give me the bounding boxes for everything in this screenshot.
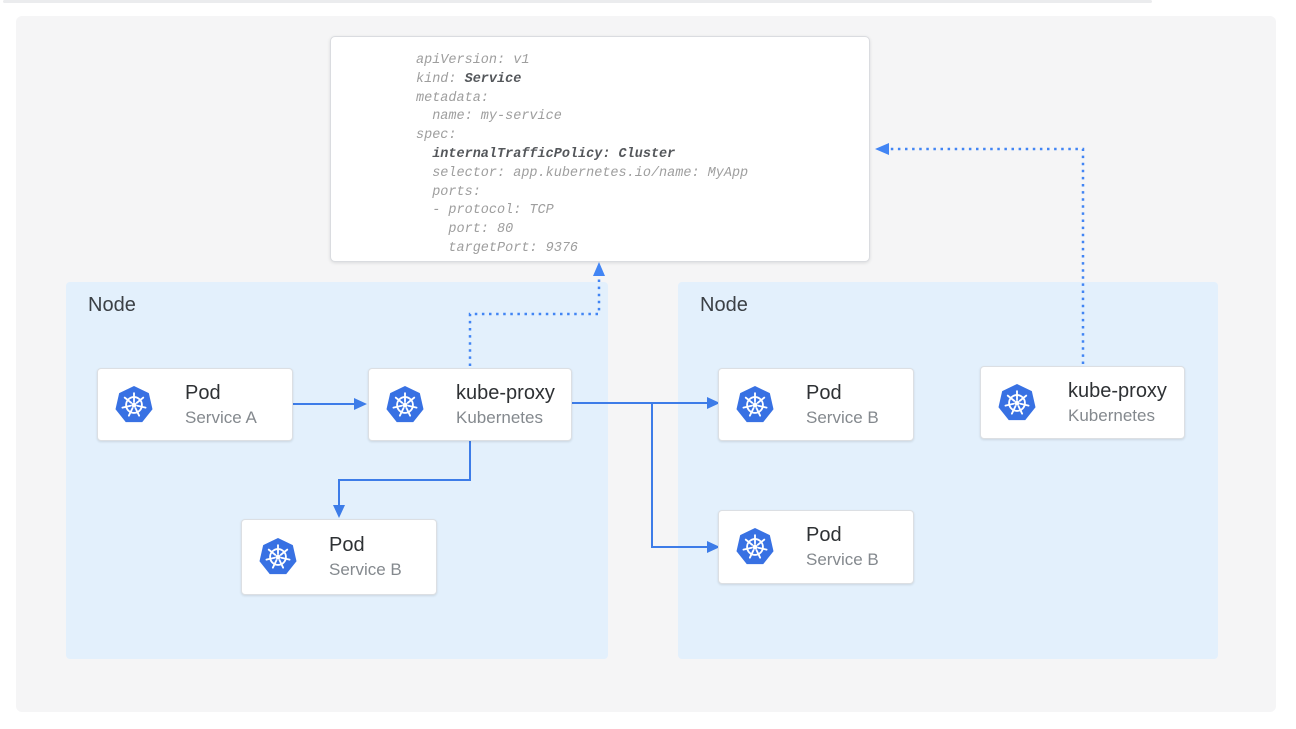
code-line: - protocol: TCP	[416, 203, 554, 219]
card-title: kube-proxy	[456, 381, 555, 404]
code-line: targetPort: 9376	[416, 240, 579, 256]
card-subtitle: Service B	[329, 560, 402, 579]
card-pod-service-b-bottom-right: Pod Service B	[718, 510, 914, 584]
node-label: Node	[700, 294, 748, 316]
node-box-left: Node	[66, 282, 608, 659]
code-line: internalTrafficPolicy: Cluster	[432, 146, 676, 162]
node-label: Node	[88, 294, 136, 316]
card-title: Pod	[185, 381, 221, 404]
code-line: port: 80	[416, 222, 514, 238]
kubernetes-icon	[114, 384, 154, 423]
code-line: selector: app.kubernetes.io/name: MyApp	[416, 165, 749, 181]
card-pod-service-b-left: Pod Service B	[241, 519, 437, 595]
code-line: spec:	[416, 128, 457, 144]
code-line: kind: Service	[416, 71, 522, 87]
card-subtitle: Kubernetes	[1068, 405, 1155, 425]
card-title: Pod	[329, 534, 365, 556]
card-title: Pod	[806, 381, 842, 404]
kubernetes-icon	[385, 384, 425, 423]
kubernetes-icon	[997, 382, 1037, 421]
service-yaml-card: apiVersion: v1 kind: Service metadata: n…	[330, 36, 870, 262]
card-title: kube-proxy	[1068, 379, 1167, 402]
node-box-right: Node	[678, 282, 1218, 659]
code-line: apiVersion: v1	[416, 53, 530, 68]
code-line: name: my-service	[416, 109, 562, 125]
code-line: ports:	[416, 184, 481, 200]
card-subtitle: Service B	[806, 407, 879, 427]
card-kube-proxy-left: kube-proxy Kubernetes	[368, 368, 572, 441]
card-pod-service-b-top-right: Pod Service B	[718, 368, 914, 441]
card-subtitle: Kubernetes	[456, 407, 543, 427]
top-divider	[3, 0, 1152, 3]
card-pod-service-a: Pod Service A	[97, 368, 293, 441]
card-subtitle: Service B	[806, 550, 879, 569]
card-kube-proxy-right: kube-proxy Kubernetes	[980, 366, 1185, 439]
card-title: Pod	[806, 524, 842, 546]
kubernetes-icon	[735, 527, 775, 566]
kubernetes-icon	[735, 384, 775, 423]
card-subtitle: Service A	[185, 407, 257, 427]
kubernetes-icon	[258, 537, 298, 576]
code-line: metadata:	[416, 90, 489, 106]
